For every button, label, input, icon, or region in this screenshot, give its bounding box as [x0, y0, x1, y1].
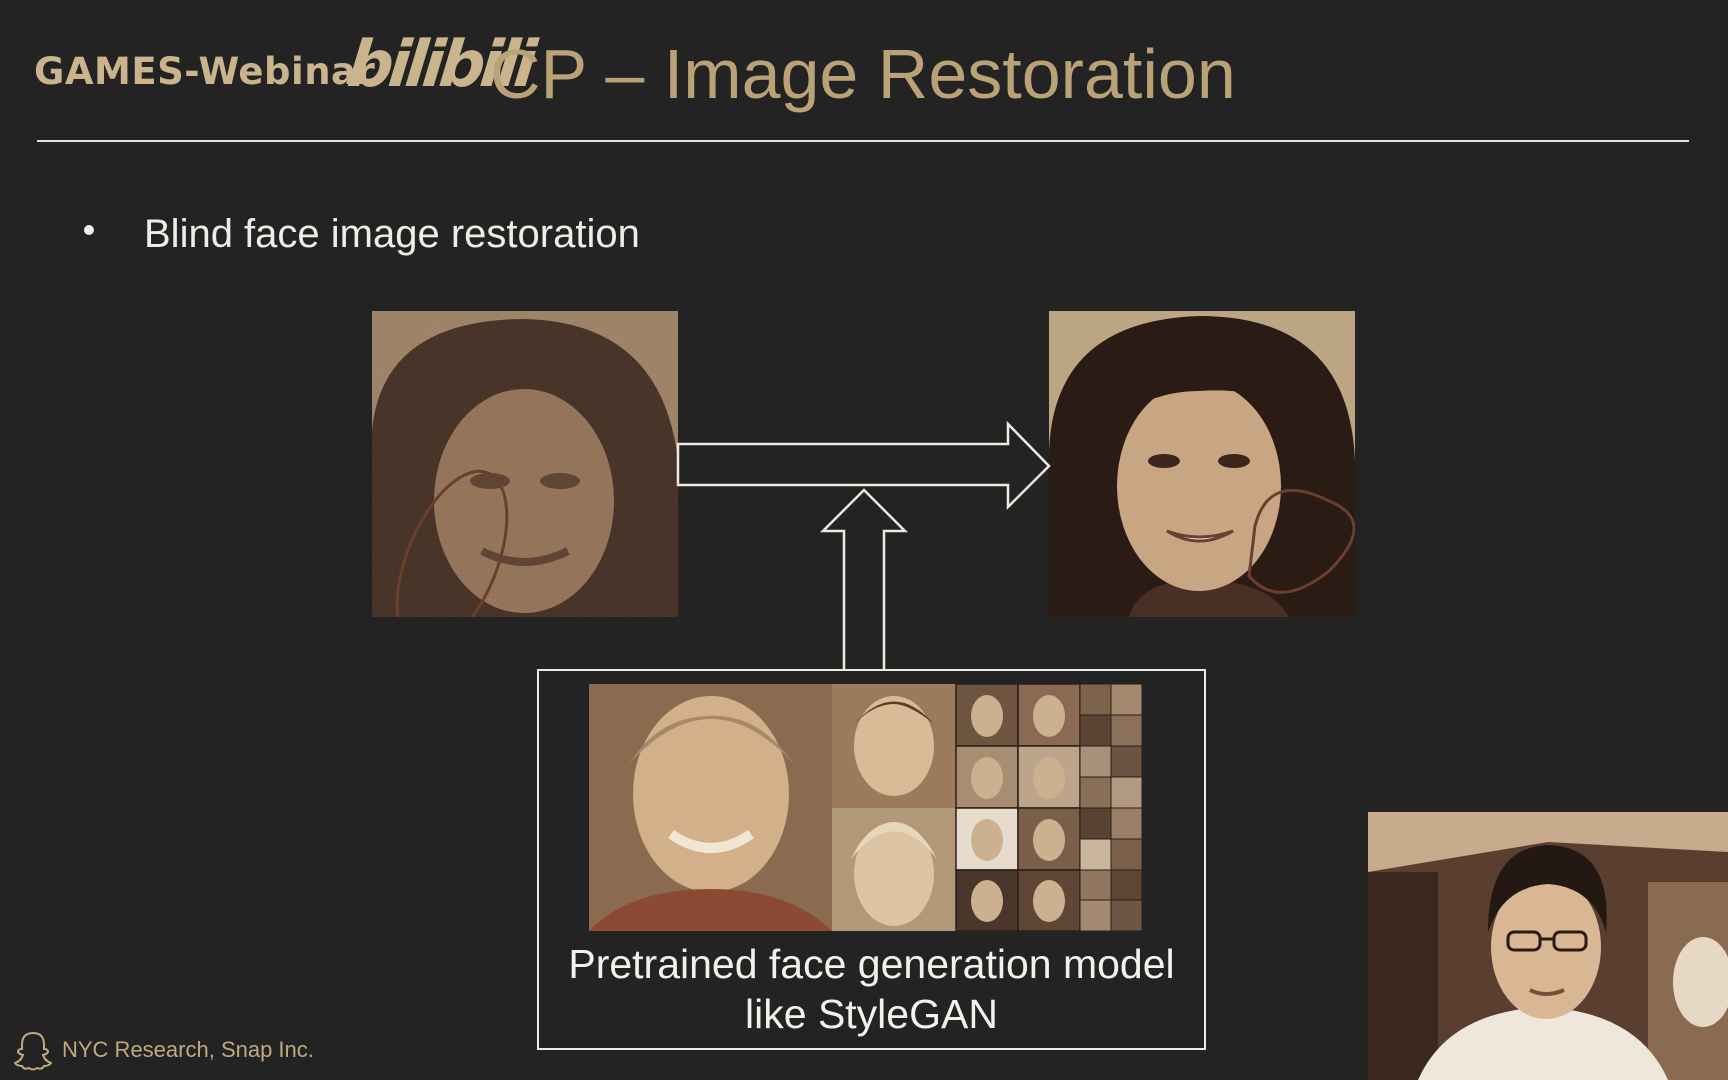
- bullet-dot-icon: [84, 225, 94, 235]
- restored-face-image: [1049, 311, 1355, 617]
- snapchat-ghost-icon: [14, 1031, 52, 1071]
- title-divider: [37, 140, 1689, 142]
- slide-title: CP – Image Restoration: [490, 35, 1236, 113]
- stylegan-model-box: Pretrained face generation model like St…: [537, 669, 1206, 1050]
- up-arrow: [819, 488, 909, 669]
- right-arrow: [676, 420, 1051, 511]
- footer-org-label: NYC Research, Snap Inc.: [62, 1037, 314, 1062]
- bullet-text: Blind face image restoration: [144, 212, 640, 256]
- presenter-webcam: [1368, 812, 1728, 1080]
- model-caption: Pretrained face generation model like St…: [539, 939, 1204, 1039]
- model-caption-line2: like StyleGAN: [745, 991, 998, 1037]
- degraded-face-image: [372, 311, 678, 617]
- model-caption-line1: Pretrained face generation model: [568, 941, 1175, 987]
- slide-header: GAMES-Webinar bilibili CP – Image Restor…: [0, 0, 1728, 150]
- games-webinar-label: GAMES-Webinar: [34, 50, 376, 93]
- generated-faces-grid: [589, 684, 1142, 931]
